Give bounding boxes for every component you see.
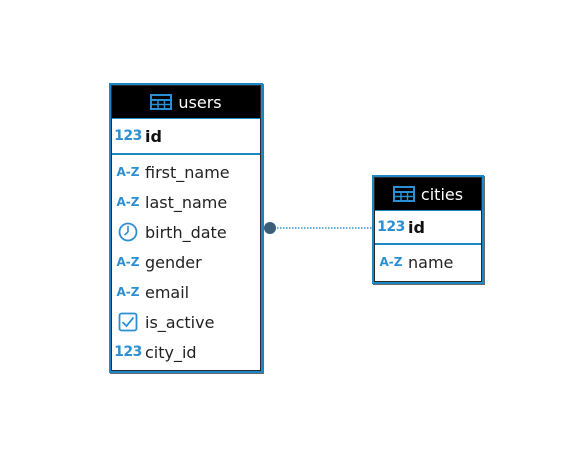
numeric-type-icon: 123 [114,128,142,144]
string-type-icon: A-Z [116,165,140,179]
users-columns: A-Z first_name A-Z last_name birth_date [112,155,260,367]
column-name: email [145,282,190,302]
users-column-row[interactable]: A-Z last_name [112,187,260,217]
cities-pk-row[interactable]: 123 id [375,211,481,245]
table-icon [150,94,173,110]
string-type-icon: A-Z [379,255,403,269]
column-name: name [408,252,454,272]
users-column-row[interactable]: A-Z email [112,277,260,307]
numeric-type-icon: 123 [377,219,405,235]
column-name: birth_date [145,222,227,242]
numeric-type-icon: 123 [114,344,142,360]
entity-users-header[interactable]: users [112,86,260,119]
users-column-row[interactable]: A-Z gender [112,247,260,277]
table-icon [392,186,415,202]
string-type-icon: A-Z [116,285,140,299]
entity-cities-title: cities [420,184,464,204]
relationship-endpoint-dot[interactable] [264,222,276,234]
checkbox-icon [116,312,140,332]
cities-column-row[interactable]: A-Z name [375,245,481,279]
users-column-row[interactable]: 123 city_id [112,337,260,367]
entity-cities-body: cities 123 id A-Z name [374,177,482,282]
clock-icon [116,222,140,242]
entity-cities-header[interactable]: cities [375,178,481,211]
column-name: city_id [145,342,197,362]
entity-users-body: users 123 id A-Z first_name A-Z last_nam… [111,85,261,371]
entity-users-title: users [178,92,222,112]
entity-users[interactable]: users 123 id A-Z first_name A-Z last_nam… [109,83,263,373]
column-name: last_name [145,192,228,212]
entity-cities[interactable]: cities 123 id A-Z name [372,175,484,284]
users-column-row[interactable]: birth_date [112,217,260,247]
users-pk-name: id [145,126,162,146]
column-name: first_name [145,162,230,182]
column-name: is_active [145,312,215,332]
cities-pk-name: id [408,217,425,237]
users-column-row[interactable]: A-Z first_name [112,157,260,187]
string-type-icon: A-Z [116,195,140,209]
users-pk-row[interactable]: 123 id [112,119,260,155]
users-column-row[interactable]: is_active [112,307,260,337]
string-type-icon: A-Z [116,255,140,269]
column-name: gender [145,252,202,272]
